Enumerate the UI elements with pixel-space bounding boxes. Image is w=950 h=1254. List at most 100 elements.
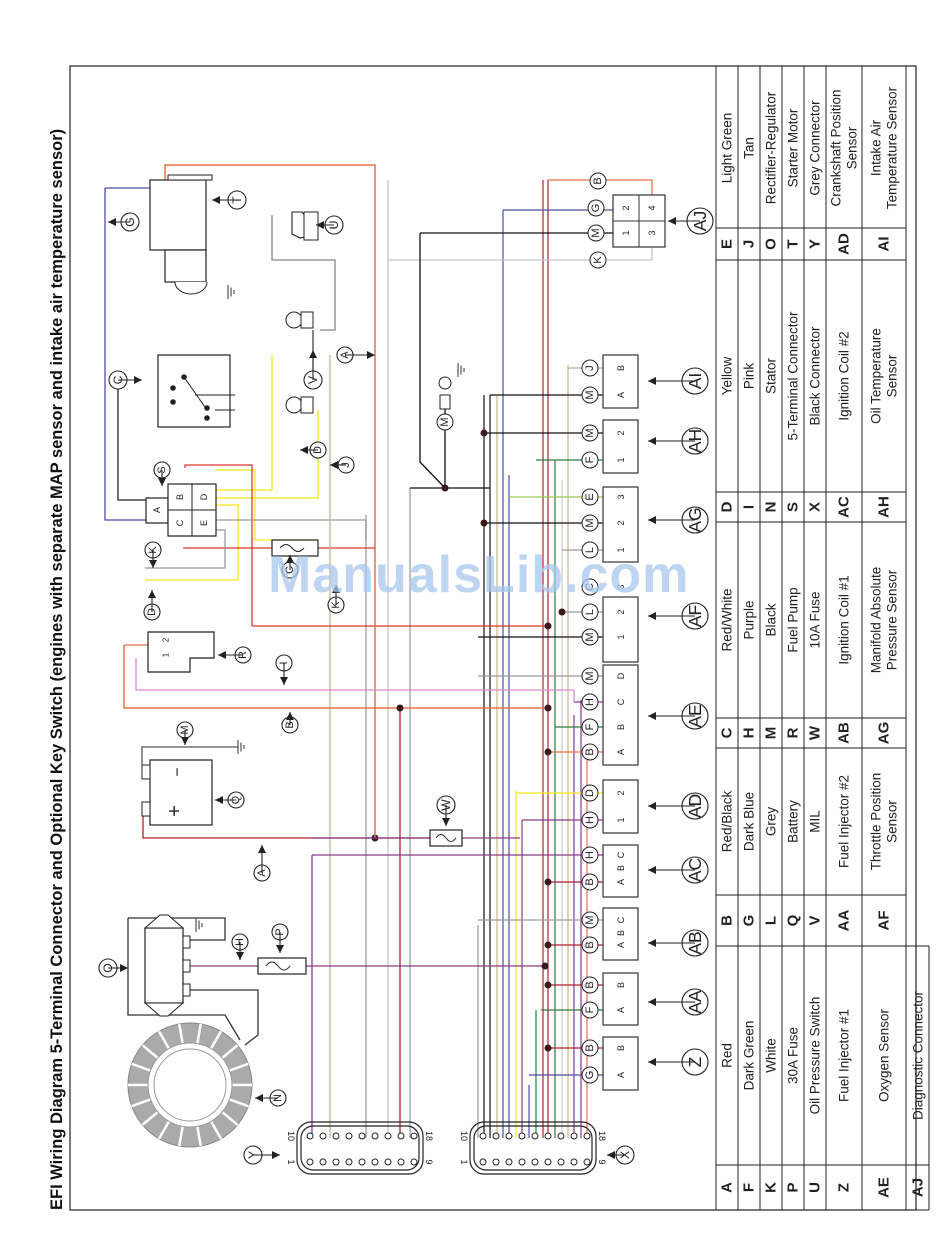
stator-slot <box>196 1126 202 1147</box>
legend-label: Crankshaft Position <box>829 89 844 206</box>
legend-code: S <box>785 502 802 512</box>
connector-shell <box>296 1121 424 1175</box>
callout-af: AF <box>648 602 709 630</box>
callout-w: W <box>436 795 456 826</box>
arrow-head-icon <box>648 612 656 620</box>
wire-tag-m: M <box>587 224 605 242</box>
legend-label: 30A Fuse <box>786 1027 801 1084</box>
legend-code: D <box>719 501 736 512</box>
pin-hole <box>570 1132 578 1140</box>
pin-label: 2 <box>616 790 626 795</box>
battery-plus-label: + <box>164 805 186 817</box>
battery-terminal <box>141 764 151 780</box>
pin-hole <box>319 1158 327 1166</box>
stator-slot <box>178 1126 184 1147</box>
stator-slot <box>157 1120 171 1140</box>
pin-hole <box>518 1132 526 1140</box>
legend-label: Temperature Sensor <box>885 86 900 209</box>
pin-hole <box>332 1132 340 1140</box>
legend-label: 10A Fuse <box>808 591 823 648</box>
legend-label: Rectifier-Regulator <box>764 91 779 204</box>
wire-tag-circle <box>581 1066 599 1084</box>
legend-code: G <box>741 915 758 927</box>
sensor-ad: 12 <box>602 779 639 834</box>
callout-p: P <box>271 923 289 953</box>
arrow-head-icon <box>442 818 450 826</box>
wire <box>388 248 653 261</box>
arrow-head-icon <box>648 802 656 810</box>
arrow-head-icon <box>218 651 226 659</box>
wire-tag-circle <box>581 811 599 829</box>
pin-label: 2 <box>162 637 171 642</box>
wire-tag-circle <box>581 911 599 929</box>
arrow-head-icon <box>648 866 656 874</box>
pin-hole <box>531 1132 539 1140</box>
pin-label: 1 <box>616 547 626 552</box>
legend-code: AI <box>876 237 893 252</box>
legend-code: AE <box>876 1177 893 1198</box>
wire <box>184 464 253 626</box>
wire-tag-letter: H <box>584 851 596 859</box>
wire-tag-letter: F <box>584 723 596 730</box>
switch-contact <box>204 415 210 421</box>
wire-tag-m: M <box>436 413 454 431</box>
pin-label: A <box>152 507 162 513</box>
splice-dot <box>544 748 552 756</box>
splice-dot <box>396 704 404 712</box>
callout-s: S <box>153 461 171 486</box>
wire-tag-circle <box>581 846 599 864</box>
pin-hole <box>319 1132 327 1140</box>
arrow-head-icon <box>158 478 166 486</box>
wire-tag-circle <box>581 488 599 506</box>
legend-label: Ignition Coil #1 <box>837 575 852 664</box>
arrow-head-icon <box>332 585 340 593</box>
wire-tag-letter: D <box>584 789 596 797</box>
pin-hole <box>557 1158 565 1166</box>
switch-contact <box>170 399 176 405</box>
pin-label: 2 <box>621 205 631 210</box>
lamp-bulb <box>285 311 303 329</box>
arrow-head-icon <box>648 939 656 947</box>
stator-slot <box>141 1044 159 1059</box>
wire-tag-circle <box>581 603 599 621</box>
pin-label: 1 <box>616 457 626 462</box>
callout-z: Z <box>648 1048 709 1076</box>
callout-c: C <box>108 370 142 390</box>
arrow-head-icon <box>236 952 244 960</box>
pin-label: 2 <box>616 430 626 435</box>
connector-body <box>602 779 639 834</box>
legend-label: Light Green <box>720 113 735 184</box>
rectifier-regulator <box>143 914 203 1017</box>
pin-hole <box>492 1132 500 1140</box>
pin-hole <box>410 1158 418 1166</box>
legend-code: T <box>785 239 802 248</box>
fuel-pump: 21 <box>147 631 215 673</box>
pin-label: E <box>199 520 209 526</box>
wire-tag-m: M <box>581 514 599 532</box>
arrow-head-icon <box>330 461 338 469</box>
battery-minus-label: − <box>170 767 187 776</box>
legend-label: Fuel Injector #2 <box>837 775 852 868</box>
pin-label: 1 <box>616 634 626 639</box>
wire-tag-b: B <box>589 172 607 190</box>
connector-shell-inner <box>300 1125 420 1171</box>
splice-dot <box>558 608 566 616</box>
wire-tag-circle <box>581 718 599 736</box>
pin-label: D <box>199 493 209 500</box>
stator-slot <box>178 1023 184 1044</box>
pin-label: 3 <box>647 230 657 235</box>
wire-tag-f: F <box>581 1001 599 1019</box>
pin-label: A <box>616 1007 626 1013</box>
legend-code: K <box>763 1182 780 1193</box>
inline-fuse <box>271 539 319 557</box>
